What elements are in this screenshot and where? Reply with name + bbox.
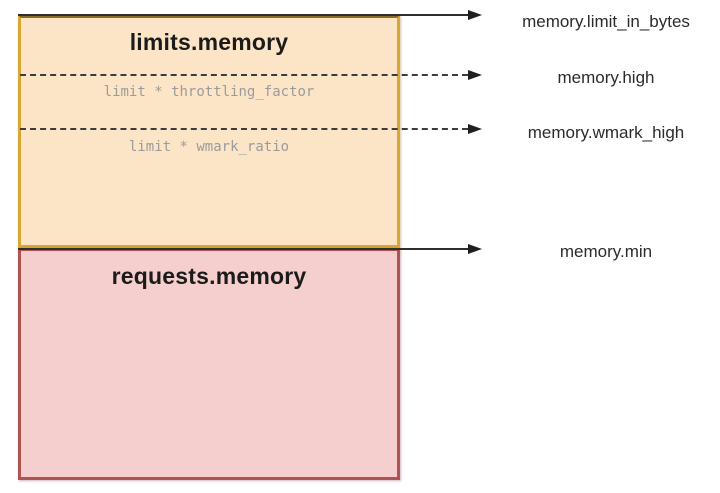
throttling-factor-formula: limit * throttling_factor (103, 84, 315, 100)
arrow-line-memory-high (20, 74, 468, 76)
arrow-line-memory-min (18, 248, 468, 250)
arrow-head-memory-min-icon (468, 244, 482, 254)
arrow-line-limit-in-bytes (18, 14, 468, 16)
requests-memory-box (18, 248, 400, 480)
label-memory-limit-in-bytes: memory.limit_in_bytes (522, 12, 690, 31)
label-memory-wmark-high: memory.wmark_high (527, 123, 685, 142)
limits-memory-box (18, 15, 400, 248)
label-memory-high: memory.high (557, 68, 655, 87)
arrow-head-memory-high-icon (468, 70, 482, 80)
arrow-head-limit-in-bytes-icon (468, 10, 482, 20)
arrow-line-memory-wmark-high (20, 128, 468, 130)
wmark-ratio-formula: limit * wmark_ratio (128, 139, 290, 155)
requests-memory-title: requests.memory (111, 263, 307, 289)
arrow-head-memory-wmark-high-icon (468, 124, 482, 134)
limits-memory-title: limits.memory (129, 29, 289, 55)
label-memory-min: memory.min (559, 242, 653, 261)
